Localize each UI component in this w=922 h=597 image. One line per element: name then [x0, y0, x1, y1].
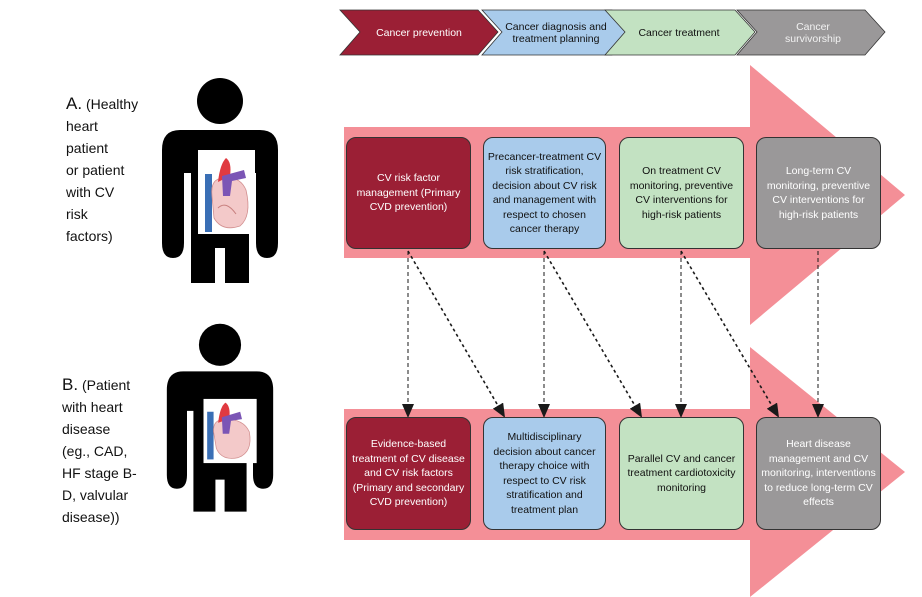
- phase-chevron-survivorship: [736, 9, 886, 56]
- person-head: [197, 78, 243, 124]
- person-with-heart-icon: [166, 323, 274, 512]
- row-b-line: D, valvular: [62, 487, 129, 503]
- phase-label-survivorship: Cancer survivorship: [784, 20, 842, 45]
- row-a-line: with CV: [66, 184, 115, 200]
- row-b-box-treatment: Parallel CV and cancer treatment cardiot…: [619, 417, 744, 530]
- row-b-box-prevention: Evidence-based treatment of CV disease a…: [346, 417, 471, 530]
- phase-chevron-treatment: [604, 9, 756, 56]
- phase-label-treatment: Cancer treatment: [638, 26, 720, 39]
- row-b-line: with heart: [62, 399, 123, 415]
- row-b-line: disease: [62, 421, 111, 437]
- row-b-label: B. (Patient with heart disease (eg., CAD…: [62, 374, 154, 528]
- row-a-box-prevention: CV risk factor management (Primary CVD p…: [346, 137, 471, 249]
- row-a-line: risk: [66, 206, 88, 222]
- connector-arrow-dashed-diagonal: [680, 250, 780, 418]
- row-a-label: A. (Healthy heart patient or patient wit…: [66, 93, 156, 247]
- row-b-line: (eg., CAD,: [62, 443, 128, 459]
- row-b-line: (Patient: [81, 377, 131, 393]
- connector-arrow-dashed-diagonal: [407, 250, 506, 418]
- row-a-letter: A.: [66, 94, 83, 113]
- connector-arrow-dashed-diagonal: [543, 250, 643, 418]
- row-a-line: factors): [66, 228, 113, 244]
- row-b-letter: B.: [62, 375, 79, 394]
- person-with-heart-icon: [162, 78, 278, 283]
- heart-illustration: [198, 150, 255, 234]
- row-b-line: HF stage B-: [62, 465, 137, 481]
- row-b-line: disease)): [62, 509, 120, 525]
- phase-label-prevention: Cancer prevention: [376, 26, 462, 39]
- row-a-box-diagnosis: Precancer-treatment CV risk stratificati…: [483, 137, 606, 249]
- row-b-box-survivorship: Heart disease management and CV monitori…: [756, 417, 881, 530]
- row-a-box-treatment: On treatment CV monitoring, preventive C…: [619, 137, 744, 249]
- row-a-box-survivorship: Long-term CV monitoring, preventive CV i…: [756, 137, 881, 249]
- person-head: [198, 323, 242, 366]
- row-a-line: heart: [66, 118, 98, 134]
- heart-illustration: [203, 398, 257, 464]
- phase-chevron-prevention: [339, 9, 499, 56]
- row-a-line: (Healthy: [85, 96, 139, 112]
- row-a-line: or patient: [66, 162, 125, 178]
- connector-group: [402, 250, 824, 418]
- row-b-box-diagnosis: Multidisciplinary decision about cancer …: [483, 417, 606, 530]
- row-a-line: patient: [66, 140, 109, 156]
- phase-label-diagnosis: Cancer diagnosis and treatment planning: [505, 20, 607, 45]
